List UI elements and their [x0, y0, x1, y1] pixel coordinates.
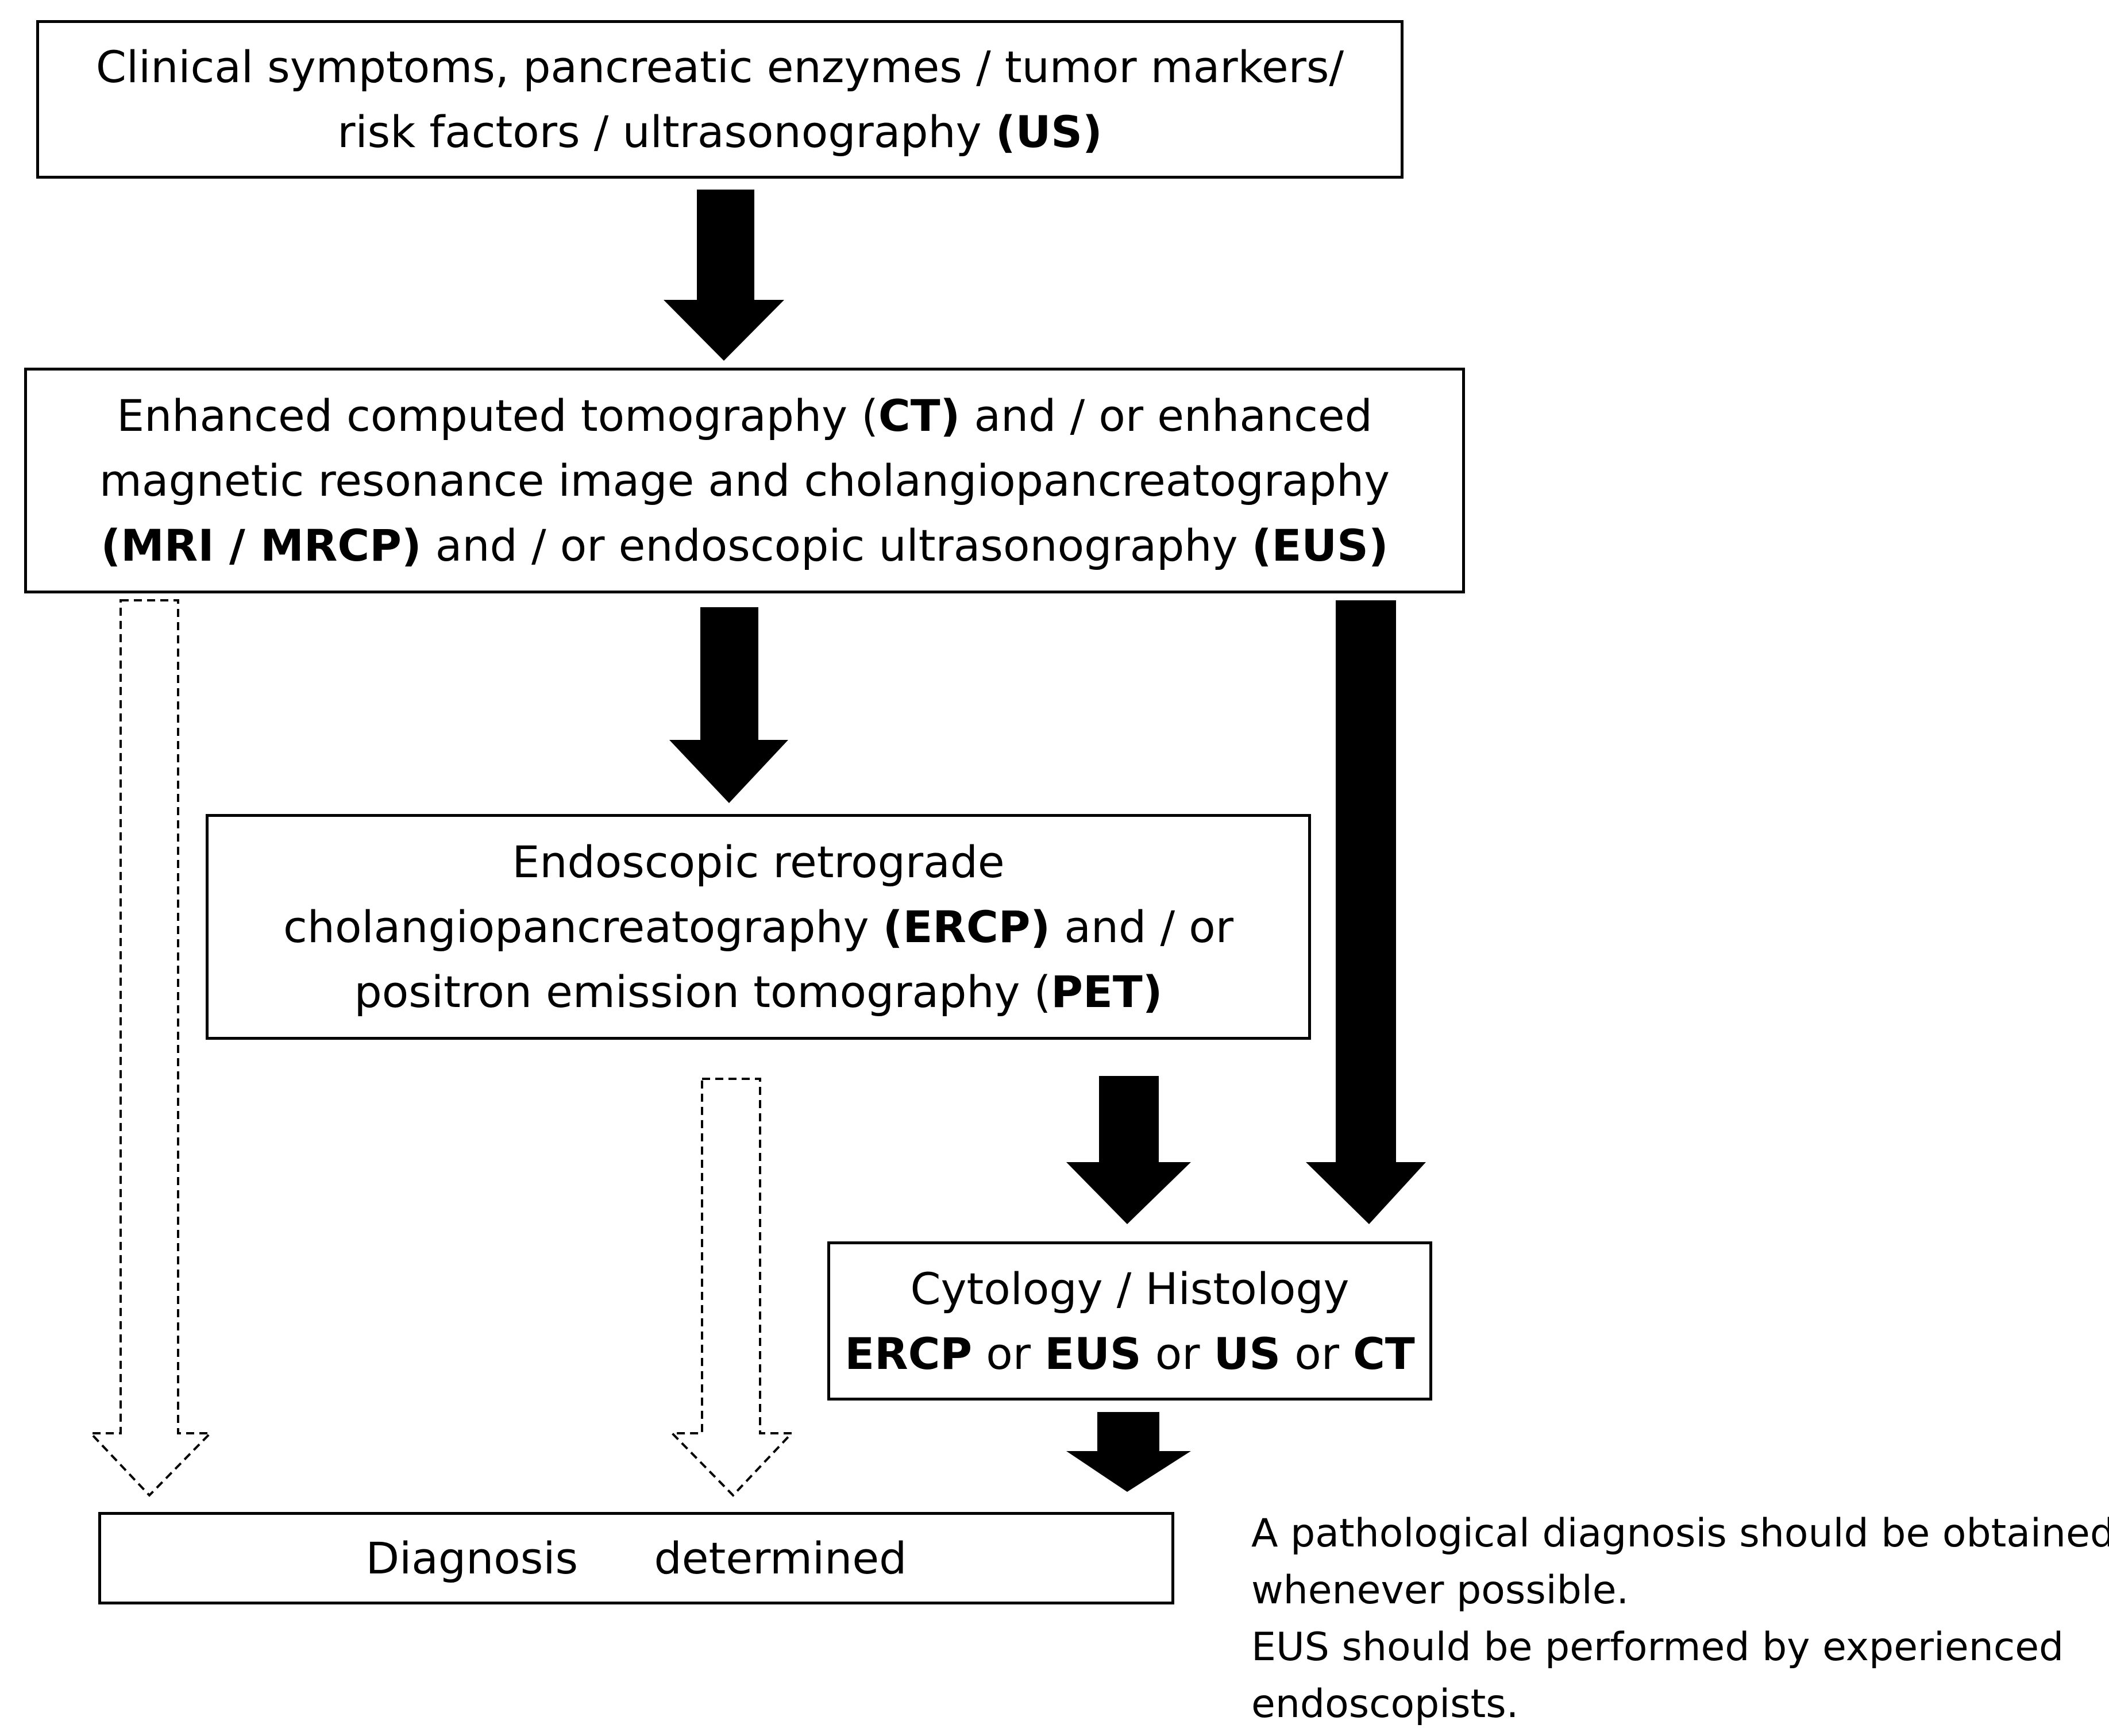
cytology-ct-label: CT: [1353, 1328, 1415, 1379]
ercp-line-1: Endoscopic retrograde: [512, 836, 1005, 888]
ercp-label: (ERCP): [882, 901, 1051, 952]
imaging-ct-label: CT): [878, 390, 961, 441]
cytology-or-1: or: [972, 1328, 1045, 1379]
screening-us-label: (US): [995, 106, 1102, 157]
diagnosis-label: Diagnosis determined: [365, 1533, 907, 1584]
ercp-line-2-tail: and / or: [1050, 901, 1233, 952]
diagnosis-box: Diagnosis determined: [98, 1512, 1174, 1604]
arrow-cytology-to-diagnosis: [1066, 1412, 1191, 1492]
arrow-screening-to-imaging: [664, 190, 784, 361]
ercp-line-3: positron emission tomography (PET): [354, 959, 1163, 1024]
footnote-line-1: A pathological diagnosis should be obtai…: [1251, 1511, 2109, 1556]
dashed-arrow-imaging-to-diagnosis: [88, 599, 213, 1497]
imaging-line-1-tail: and / or enhanced: [960, 390, 1372, 441]
cytology-eus-label: EUS: [1044, 1328, 1142, 1379]
imaging-line-3-text: and / or endoscopic ultrasonography: [421, 520, 1252, 571]
ercp-line-2-text: cholangiopancreatography: [283, 901, 883, 952]
imaging-line-1: Enhanced computed tomography (CT) and / …: [117, 383, 1372, 448]
screening-box: Clinical symptoms, pancreatic enzymes / …: [36, 20, 1404, 179]
pet-label: PET): [1051, 966, 1163, 1017]
ercp-line-3-text: positron emission tomography (: [354, 966, 1051, 1017]
ercp-pet-box: Endoscopic retrograde cholangiopancreato…: [206, 814, 1311, 1040]
cytology-line-2: ERCP or EUS or US or CT: [845, 1321, 1415, 1386]
cytology-ercp-label: ERCP: [845, 1328, 973, 1379]
cytology-us-label: US: [1213, 1328, 1281, 1379]
screening-line-1: Clinical symptoms, pancreatic enzymes / …: [95, 41, 1344, 92]
footnote-line-3: EUS should be performed by experienced: [1251, 1625, 2064, 1670]
imaging-line-2: magnetic resonance image and cholangiopa…: [99, 455, 1390, 506]
arrow-ercp-to-cytology: [1066, 1076, 1191, 1224]
footnote-line-2: whenever possible.: [1251, 1568, 1629, 1613]
imaging-line-1-text: Enhanced computed tomography (: [117, 390, 878, 441]
dashed-arrow-ercp-to-diagnosis: [669, 1078, 795, 1497]
imaging-eus-label: (EUS): [1251, 520, 1389, 571]
screening-line-2: risk factors / ultrasonography (US): [337, 99, 1102, 164]
arrow-imaging-to-ercp: [669, 607, 788, 803]
imaging-mri-label: (MRI / MRCP): [101, 520, 422, 571]
footnote-line-4: endoscopists.: [1251, 1681, 1519, 1727]
imaging-box: Enhanced computed tomography (CT) and / …: [24, 368, 1465, 593]
cytology-box: Cytology / Histology ERCP or EUS or US o…: [827, 1241, 1432, 1401]
screening-line-2-text: risk factors / ultrasonography: [337, 106, 996, 157]
cytology-line-1: Cytology / Histology: [910, 1263, 1350, 1314]
cytology-or-2: or: [1141, 1328, 1214, 1379]
cytology-or-3: or: [1281, 1328, 1354, 1379]
ercp-line-2: cholangiopancreatography (ERCP) and / or: [283, 894, 1233, 959]
footnote: A pathological diagnosis should be obtai…: [1251, 1505, 2109, 1733]
imaging-line-3: (MRI / MRCP) and / or endoscopic ultraso…: [101, 513, 1388, 578]
arrow-imaging-to-cytology: [1306, 600, 1426, 1224]
